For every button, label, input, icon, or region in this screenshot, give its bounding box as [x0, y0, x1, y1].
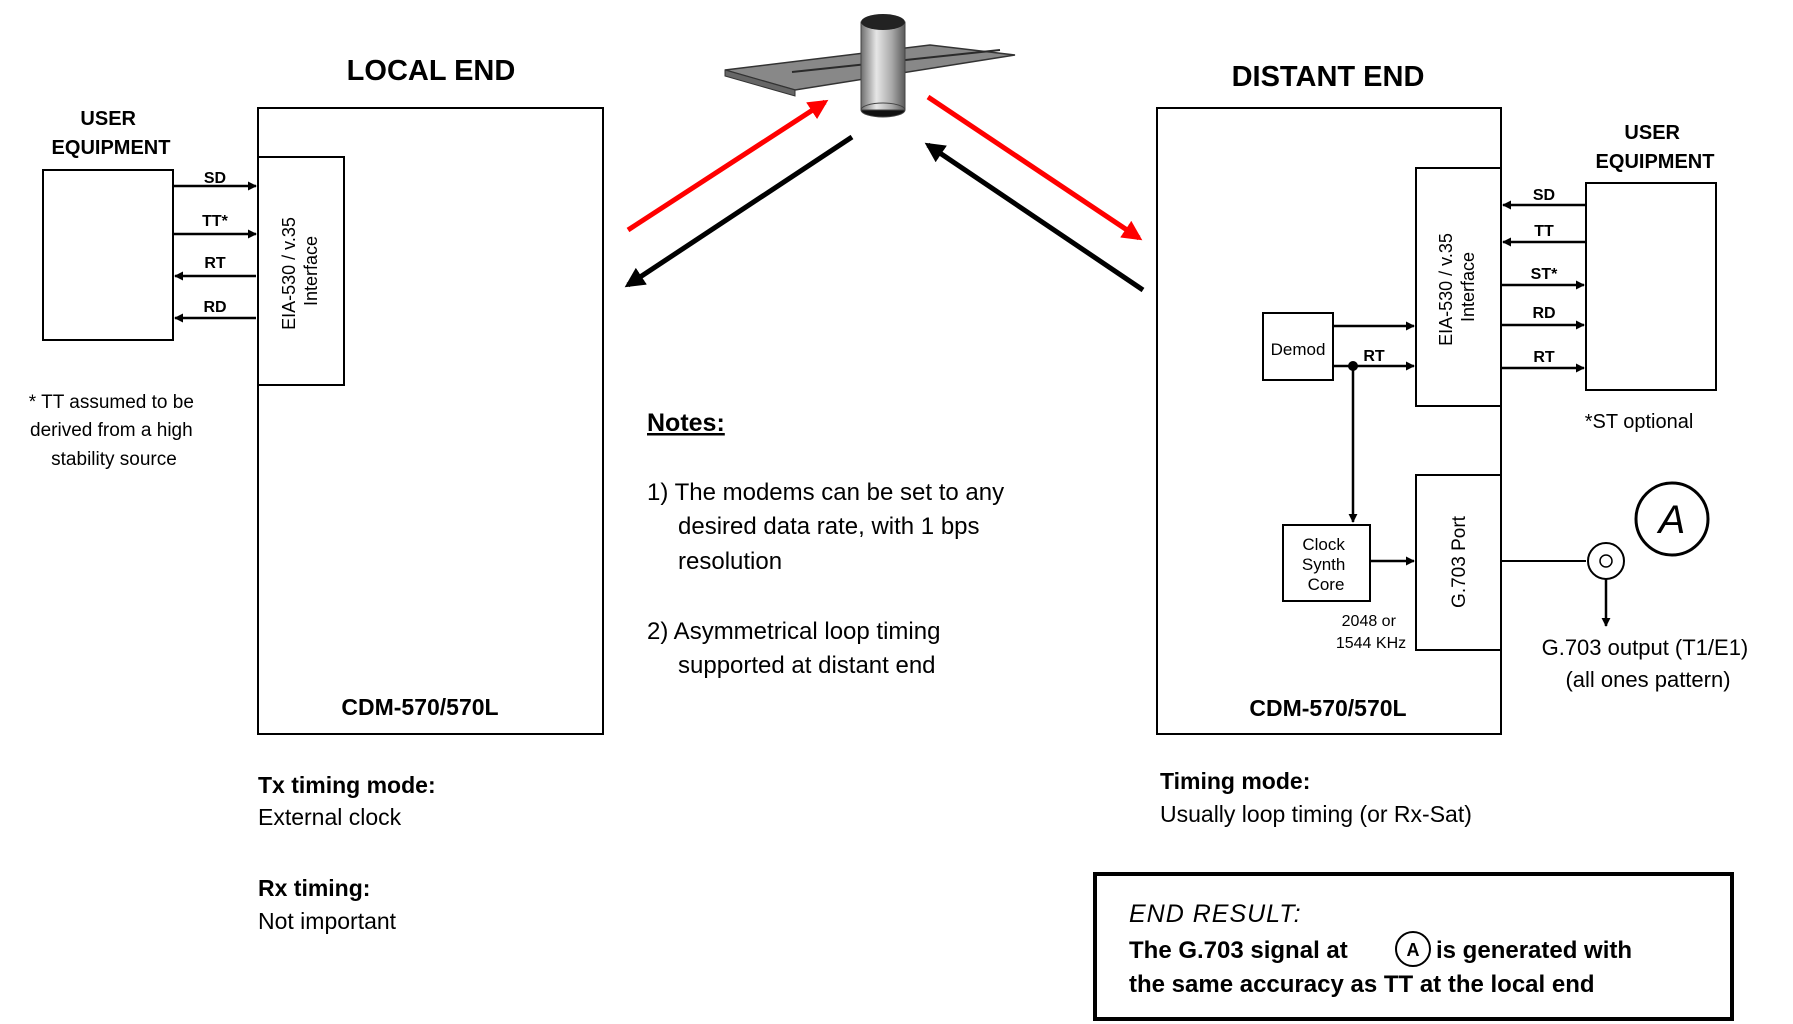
distant-user-equipment-label: USER EQUIPMENT	[1596, 122, 1715, 173]
distant-rd-label: RD	[1532, 305, 1555, 322]
end-result-line1-start: The G.703 signal at	[1129, 937, 1348, 964]
end-result-line1-end: is generated with	[1436, 937, 1632, 964]
clock-synth-box	[1282, 524, 1371, 602]
local-user-equipment-box	[42, 169, 174, 341]
distant-mode-heading: Timing mode:	[1160, 768, 1310, 794]
local-tx-mode-value: External clock	[258, 804, 402, 830]
demod-box	[1262, 312, 1334, 381]
marker-a-label: A	[1657, 498, 1686, 542]
local-end-title: LOCAL END	[347, 55, 516, 87]
st-optional-note: *ST optional	[1585, 411, 1694, 433]
distant-interface-label: EIA-530 / v.35 Interface	[1436, 228, 1478, 346]
local-rd-label: RD	[203, 299, 226, 316]
result-marker-a-label: A	[1407, 940, 1420, 960]
local-rx-value: Not important	[258, 908, 397, 934]
demod-rt-label: RT	[1363, 348, 1385, 365]
distant-st-label: ST*	[1531, 266, 1558, 283]
clock-frequency-label: 2048 or 1544 KHz	[1336, 613, 1406, 652]
downlink-arrow-local	[624, 134, 854, 288]
distant-interface-box	[1415, 167, 1502, 407]
local-user-equipment-label: USER EQUIPMENT	[52, 108, 171, 159]
marker-a-circle	[1634, 481, 1710, 557]
uplink-arrow-local	[626, 99, 829, 233]
g703-output-label: G.703 output (T1/E1) (all ones pattern)	[1542, 635, 1755, 692]
downlink-arrow-distant	[924, 142, 1145, 293]
notes-heading: Notes:	[647, 409, 725, 437]
distant-sd-label: SD	[1533, 187, 1555, 204]
g703-port-label: G.703 Port	[1449, 515, 1470, 608]
bnc-connector-icon	[1587, 542, 1625, 580]
distant-mode-value: Usually loop timing (or Rx-Sat)	[1160, 801, 1472, 827]
result-marker-a-circle	[1395, 931, 1431, 967]
distant-user-equipment-box	[1585, 182, 1717, 391]
local-sd-label: SD	[204, 170, 226, 187]
distant-rt-label: RT	[1533, 349, 1555, 366]
local-rt-label: RT	[204, 255, 226, 272]
local-tx-mode-heading: Tx timing mode:	[258, 772, 436, 798]
local-modem-name: CDM-570/570L	[341, 694, 498, 720]
uplink-arrow-distant	[926, 94, 1143, 241]
clock-synth-label: Clock Synth Core	[1302, 535, 1350, 594]
local-interface-label: EIA-530 / v.35 Interface	[279, 212, 321, 330]
end-result-heading: END RESULT:	[1129, 900, 1302, 928]
local-rx-heading: Rx timing:	[258, 875, 370, 901]
g703-port-box	[1415, 474, 1502, 651]
distant-tt-label: TT	[1534, 223, 1554, 240]
demod-label: Demod	[1271, 340, 1326, 359]
distant-end-title: DISTANT END	[1232, 61, 1425, 93]
local-footnote: * TT assumed to be derived from a high s…	[29, 392, 199, 470]
distant-modem-name: CDM-570/570L	[1249, 695, 1406, 721]
end-result-line2: the same accuracy as TT at the local end	[1129, 971, 1595, 998]
local-interface-box	[257, 156, 345, 386]
local-tt-label: TT*	[202, 213, 229, 230]
notes-text: 1) The modems can be set to any desired …	[647, 479, 1011, 679]
satellite-icon	[724, 14, 1016, 118]
